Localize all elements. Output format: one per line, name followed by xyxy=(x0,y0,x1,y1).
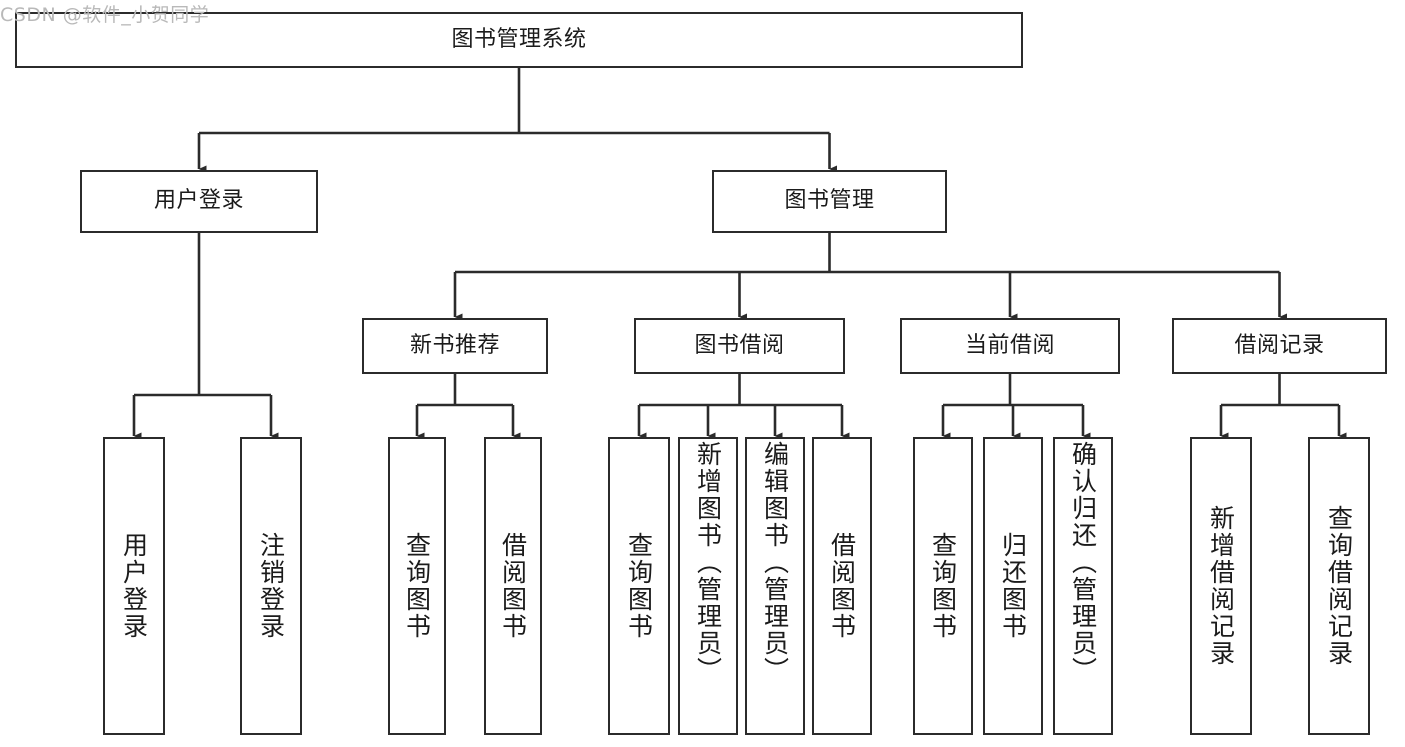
node-label: 新书推荐 xyxy=(409,332,500,358)
node-leaf-br-edit[interactable]: 编辑图书（管理员） xyxy=(745,437,805,735)
node-root[interactable]: 图书管理系统 xyxy=(15,12,1023,68)
node-label: 图书管理 xyxy=(784,188,875,214)
node-leaf-rec-add[interactable]: 新增借阅记录 xyxy=(1190,437,1252,735)
node-label: 借阅图书 xyxy=(498,532,528,640)
node-label: 当前借阅 xyxy=(964,332,1055,358)
node-label: 用户登录 xyxy=(119,532,149,640)
node-label: 确认归还（管理员） xyxy=(1068,441,1098,684)
node-l1-book[interactable]: 图书管理 xyxy=(712,170,947,233)
node-leaf-cur-confirm[interactable]: 确认归还（管理员） xyxy=(1053,437,1113,735)
node-leaf-br-add[interactable]: 新增图书（管理员） xyxy=(678,437,738,735)
node-leaf-rec-query[interactable]: 查询借阅记录 xyxy=(1308,437,1370,735)
node-label: 新增图书（管理员） xyxy=(693,441,723,684)
node-l2-new[interactable]: 新书推荐 xyxy=(362,318,548,374)
node-label: 图书管理系统 xyxy=(451,26,587,52)
node-l1-user[interactable]: 用户登录 xyxy=(80,170,318,233)
node-label: 归还图书 xyxy=(998,532,1028,640)
node-label: 编辑图书（管理员） xyxy=(760,441,790,684)
node-label: 查询图书 xyxy=(928,532,958,640)
node-leaf-user-login[interactable]: 用户登录 xyxy=(103,437,165,735)
node-leaf-new-query[interactable]: 查询图书 xyxy=(388,437,446,735)
node-label: 用户登录 xyxy=(153,188,244,214)
node-label: 新增借阅记录 xyxy=(1206,505,1236,667)
node-leaf-cur-query[interactable]: 查询图书 xyxy=(913,437,973,735)
node-leaf-user-logout[interactable]: 注销登录 xyxy=(240,437,302,735)
node-label: 图书借阅 xyxy=(694,332,785,358)
watermark: CSDN @软件_小贺同学 xyxy=(0,4,210,26)
node-leaf-cur-return[interactable]: 归还图书 xyxy=(983,437,1043,735)
node-label: 查询借阅记录 xyxy=(1324,505,1354,667)
node-l2-borrow[interactable]: 图书借阅 xyxy=(634,318,845,374)
node-l2-current[interactable]: 当前借阅 xyxy=(900,318,1120,374)
node-leaf-br-query[interactable]: 查询图书 xyxy=(608,437,670,735)
node-label: 借阅图书 xyxy=(827,532,857,640)
node-label: 查询图书 xyxy=(402,532,432,640)
node-leaf-new-borrow[interactable]: 借阅图书 xyxy=(484,437,542,735)
node-label: 借阅记录 xyxy=(1234,332,1325,358)
node-leaf-br-lend[interactable]: 借阅图书 xyxy=(812,437,872,735)
node-label: 注销登录 xyxy=(256,532,286,640)
node-label: 查询图书 xyxy=(624,532,654,640)
edge-group xyxy=(132,68,1347,440)
node-l2-record[interactable]: 借阅记录 xyxy=(1172,318,1387,374)
